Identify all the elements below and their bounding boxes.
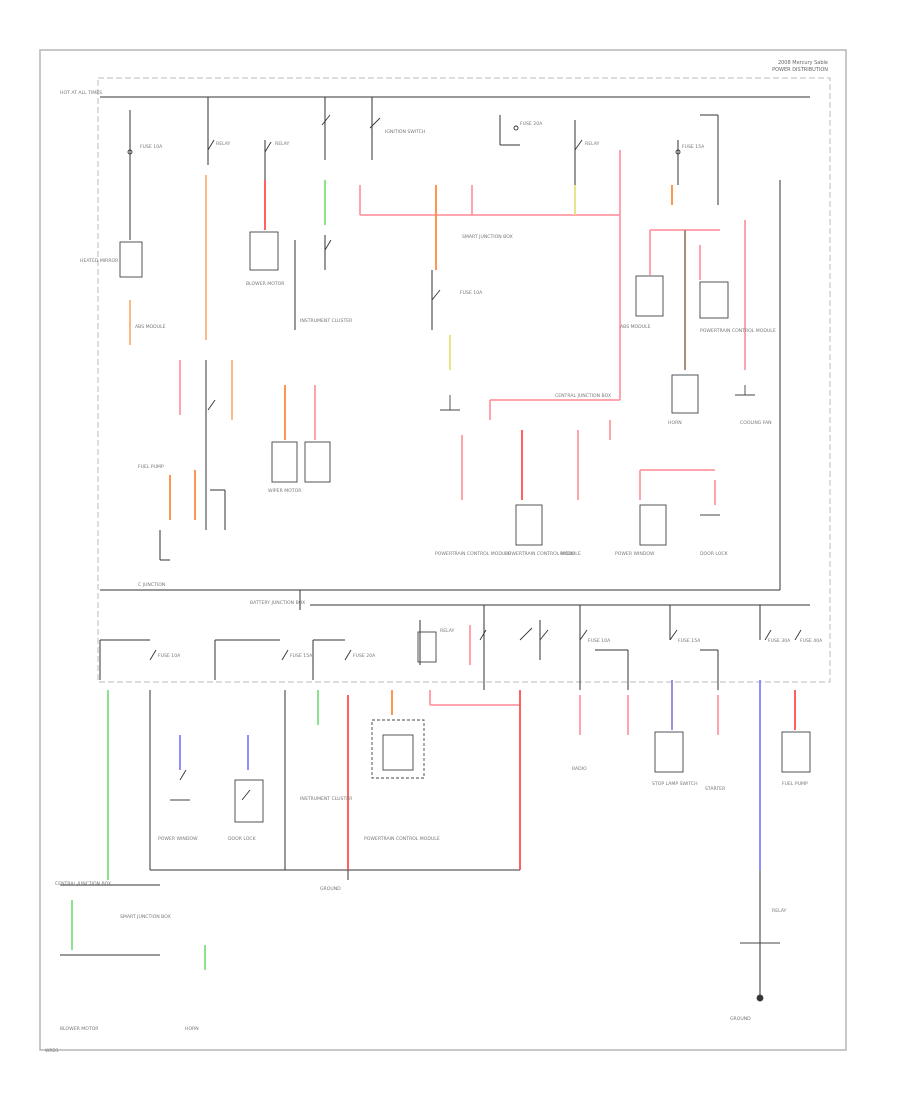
svg-text:RELAY: RELAY xyxy=(772,908,787,914)
svg-text:POWERTRAIN CONTROL MODULE: POWERTRAIN CONTROL MODULE xyxy=(505,551,581,557)
svg-text:RELAY: RELAY xyxy=(275,141,290,147)
svg-text:RELAY: RELAY xyxy=(440,628,455,634)
svg-text:POWERTRAIN CONTROL MODULE: POWERTRAIN CONTROL MODULE xyxy=(700,328,776,334)
svg-text:DOOR LOCK: DOOR LOCK xyxy=(228,836,257,842)
svg-text:CENTRAL JUNCTION BOX: CENTRAL JUNCTION BOX xyxy=(55,881,111,887)
svg-text:CENTRAL JUNCTION BOX: CENTRAL JUNCTION BOX xyxy=(555,393,611,399)
svg-text:POWERTRAIN CONTROL MODULE: POWERTRAIN CONTROL MODULE xyxy=(435,551,511,557)
svg-text:RADIO: RADIO xyxy=(560,551,575,557)
lower-switches xyxy=(149,627,802,801)
svg-text:FUSE 10A: FUSE 10A xyxy=(158,653,181,659)
svg-text:STOP LAMP SWITCH: STOP LAMP SWITCH xyxy=(652,781,698,787)
upper-labels: FUSE 10A RELAY RELAY IGNITION SWITCH FUS… xyxy=(80,121,776,606)
header-title-line1: 2008 Mercury Sable xyxy=(778,60,828,66)
svg-text:POWER WINDOW: POWER WINDOW xyxy=(615,551,655,557)
svg-text:SMART JUNCTION BOX: SMART JUNCTION BOX xyxy=(120,914,171,920)
svg-text:FUSE 40A: FUSE 40A xyxy=(800,638,823,644)
svg-text:BATTERY JUNCTION BOX: BATTERY JUNCTION BOX xyxy=(250,600,305,606)
svg-text:C JUNCTION: C JUNCTION xyxy=(138,582,165,588)
label-hot-at-all-times: HOT AT ALL TIMES xyxy=(60,90,102,96)
svg-text:HORN: HORN xyxy=(185,1026,199,1032)
svg-text:FUSE 15A: FUSE 15A xyxy=(682,144,705,150)
svg-text:HORN: HORN xyxy=(668,420,682,426)
svg-text:ABS MODULE: ABS MODULE xyxy=(620,324,651,330)
svg-text:GROUND: GROUND xyxy=(320,886,341,892)
upper-section-wiring xyxy=(100,97,781,610)
svg-text:RELAY: RELAY xyxy=(216,141,231,147)
svg-text:FUEL PUMP: FUEL PUMP xyxy=(782,781,808,787)
svg-text:FUSE 30A: FUSE 30A xyxy=(768,638,791,644)
upper-colored-wires xyxy=(129,150,746,520)
svg-text:IGNITION SWITCH: IGNITION SWITCH xyxy=(385,129,425,135)
svg-text:DOOR LOCK: DOOR LOCK xyxy=(700,551,729,557)
svg-text:FUSE 15A: FUSE 15A xyxy=(678,638,701,644)
lower-section-wiring xyxy=(60,605,761,995)
junction-box-outline xyxy=(97,77,831,683)
lower-labels: FUSE 10A FUSE 15A FUSE 20A RELAY FUSE 10… xyxy=(55,628,823,1032)
svg-text:BLOWER MOTOR: BLOWER MOTOR xyxy=(60,1026,99,1032)
svg-text:WIPER MOTOR: WIPER MOTOR xyxy=(268,488,302,494)
svg-text:INSTRUMENT CLUSTER: INSTRUMENT CLUSTER xyxy=(300,318,353,324)
svg-text:FUSE 10A: FUSE 10A xyxy=(588,638,611,644)
page-code: WRD1 xyxy=(45,1048,59,1054)
svg-text:BLOWER MOTOR: BLOWER MOTOR xyxy=(246,281,285,287)
svg-text:FUSE 20A: FUSE 20A xyxy=(520,121,543,127)
lower-components xyxy=(170,631,811,1002)
svg-text:FUSE 20A: FUSE 20A xyxy=(353,653,376,659)
svg-text:RADIO: RADIO xyxy=(572,766,587,772)
diagram-frame xyxy=(39,49,847,1051)
svg-text:POWER WINDOW: POWER WINDOW xyxy=(158,836,198,842)
svg-text:GROUND: GROUND xyxy=(730,1016,751,1022)
svg-text:ABS MODULE: ABS MODULE xyxy=(135,324,166,330)
header-title-line2: POWER DISTRIBUTION xyxy=(772,67,828,73)
svg-text:COOLING FAN: COOLING FAN xyxy=(740,420,772,426)
svg-text:SMART JUNCTION BOX: SMART JUNCTION BOX xyxy=(462,234,513,240)
svg-text:STARTER: STARTER xyxy=(705,786,726,792)
svg-text:FUSE 10A: FUSE 10A xyxy=(460,290,483,296)
svg-text:FUSE 10A: FUSE 10A xyxy=(140,144,163,150)
svg-text:HEATED MIRROR: HEATED MIRROR xyxy=(80,258,119,264)
svg-text:INSTRUMENT CLUSTER: INSTRUMENT CLUSTER xyxy=(300,796,353,802)
svg-text:POWERTRAIN CONTROL MODULE: POWERTRAIN CONTROL MODULE xyxy=(364,836,440,842)
upper-switches xyxy=(127,114,681,411)
svg-text:RELAY: RELAY xyxy=(585,141,600,147)
svg-text:FUSE 15A: FUSE 15A xyxy=(290,653,313,659)
svg-text:FUEL PUMP: FUEL PUMP xyxy=(138,464,164,470)
upper-components xyxy=(119,231,755,546)
lower-colored-wires xyxy=(71,625,796,970)
